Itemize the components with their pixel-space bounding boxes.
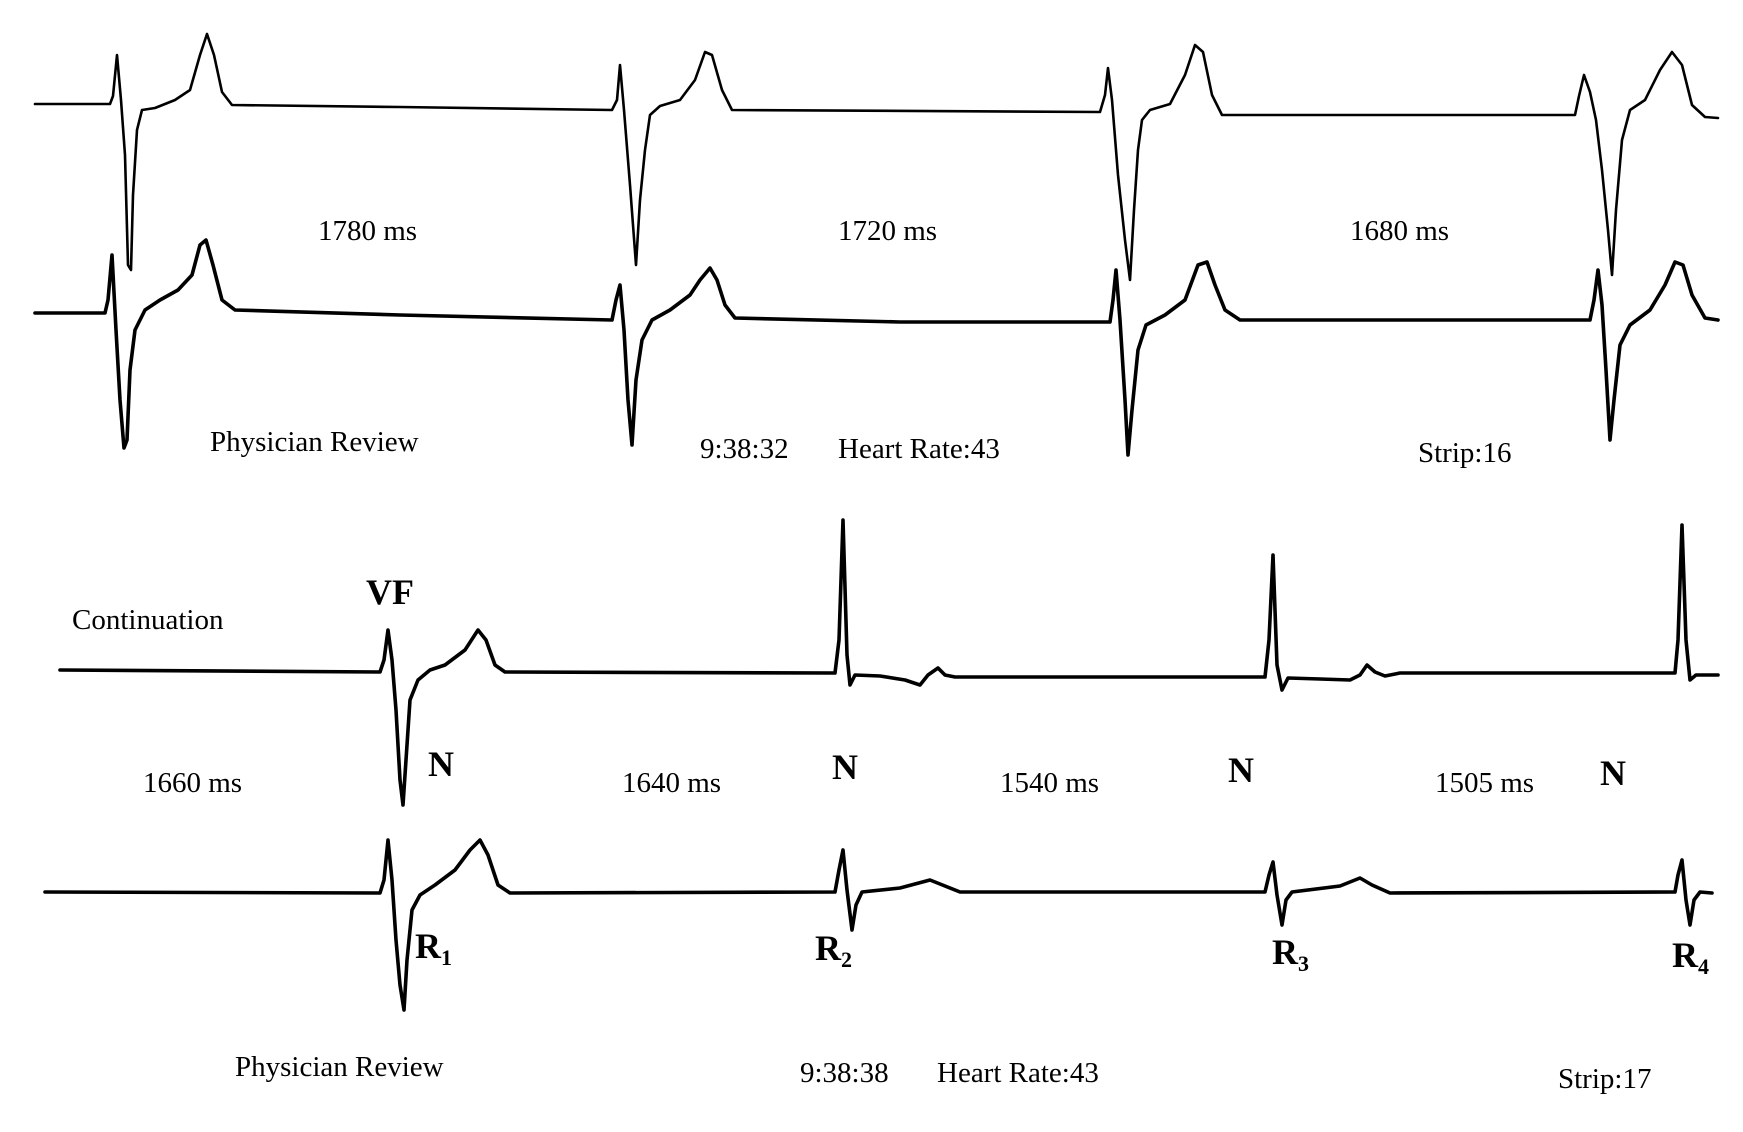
- strip17-interval-4: 1505 ms: [1435, 767, 1534, 799]
- strip17-time: 9:38:38: [800, 1057, 889, 1089]
- r-label-4-subscript: 4: [1698, 954, 1709, 979]
- vf-label: VF: [366, 572, 414, 612]
- n-label-1: N: [428, 744, 454, 784]
- ecg-trace-strip16-channel1: [33, 32, 1720, 282]
- strip17-continuation-label: Continuation: [72, 604, 224, 636]
- r-label-3: R3: [1272, 932, 1309, 976]
- strip17-heart-rate: Heart Rate:43: [937, 1057, 1099, 1089]
- strip16-interval-1: 1780 ms: [318, 215, 417, 247]
- strip17-interval-2: 1640 ms: [622, 767, 721, 799]
- strip16-time: 9:38:32: [700, 433, 789, 465]
- strip17-interval-3: 1540 ms: [1000, 767, 1099, 799]
- strip16-interval-2: 1720 ms: [838, 215, 937, 247]
- n-label-3: N: [1228, 750, 1254, 790]
- r-label-3-subscript: 3: [1298, 951, 1309, 976]
- strip16-heart-rate: Heart Rate:43: [838, 433, 1000, 465]
- ecg-trace-strip17-channel1: [58, 518, 1720, 807]
- r-label-4-letter: R: [1672, 935, 1699, 975]
- r-label-2: R2: [815, 928, 852, 972]
- r-label-2-subscript: 2: [841, 947, 852, 972]
- strip17-review-label: Physician Review: [235, 1051, 444, 1083]
- ecg-trace-strip17-channel2: [43, 838, 1714, 1012]
- r-label-2-letter: R: [815, 928, 842, 968]
- r-label-1: R1: [415, 926, 452, 970]
- strip17-interval-1: 1660 ms: [143, 767, 242, 799]
- n-label-4: N: [1600, 753, 1626, 793]
- n-label-2: N: [832, 747, 858, 787]
- r-label-4: R4: [1672, 935, 1709, 979]
- r-label-3-letter: R: [1272, 932, 1299, 972]
- strip16-strip-number: Strip:16: [1418, 437, 1511, 469]
- strip16-review-label: Physician Review: [210, 426, 419, 458]
- strip16-interval-3: 1680 ms: [1350, 215, 1449, 247]
- r-label-1-letter: R: [415, 926, 442, 966]
- strip17-strip-number: Strip:17: [1558, 1063, 1651, 1095]
- ecg-trace-strip16-channel2: [33, 238, 1720, 457]
- r-label-1-subscript: 1: [441, 945, 452, 970]
